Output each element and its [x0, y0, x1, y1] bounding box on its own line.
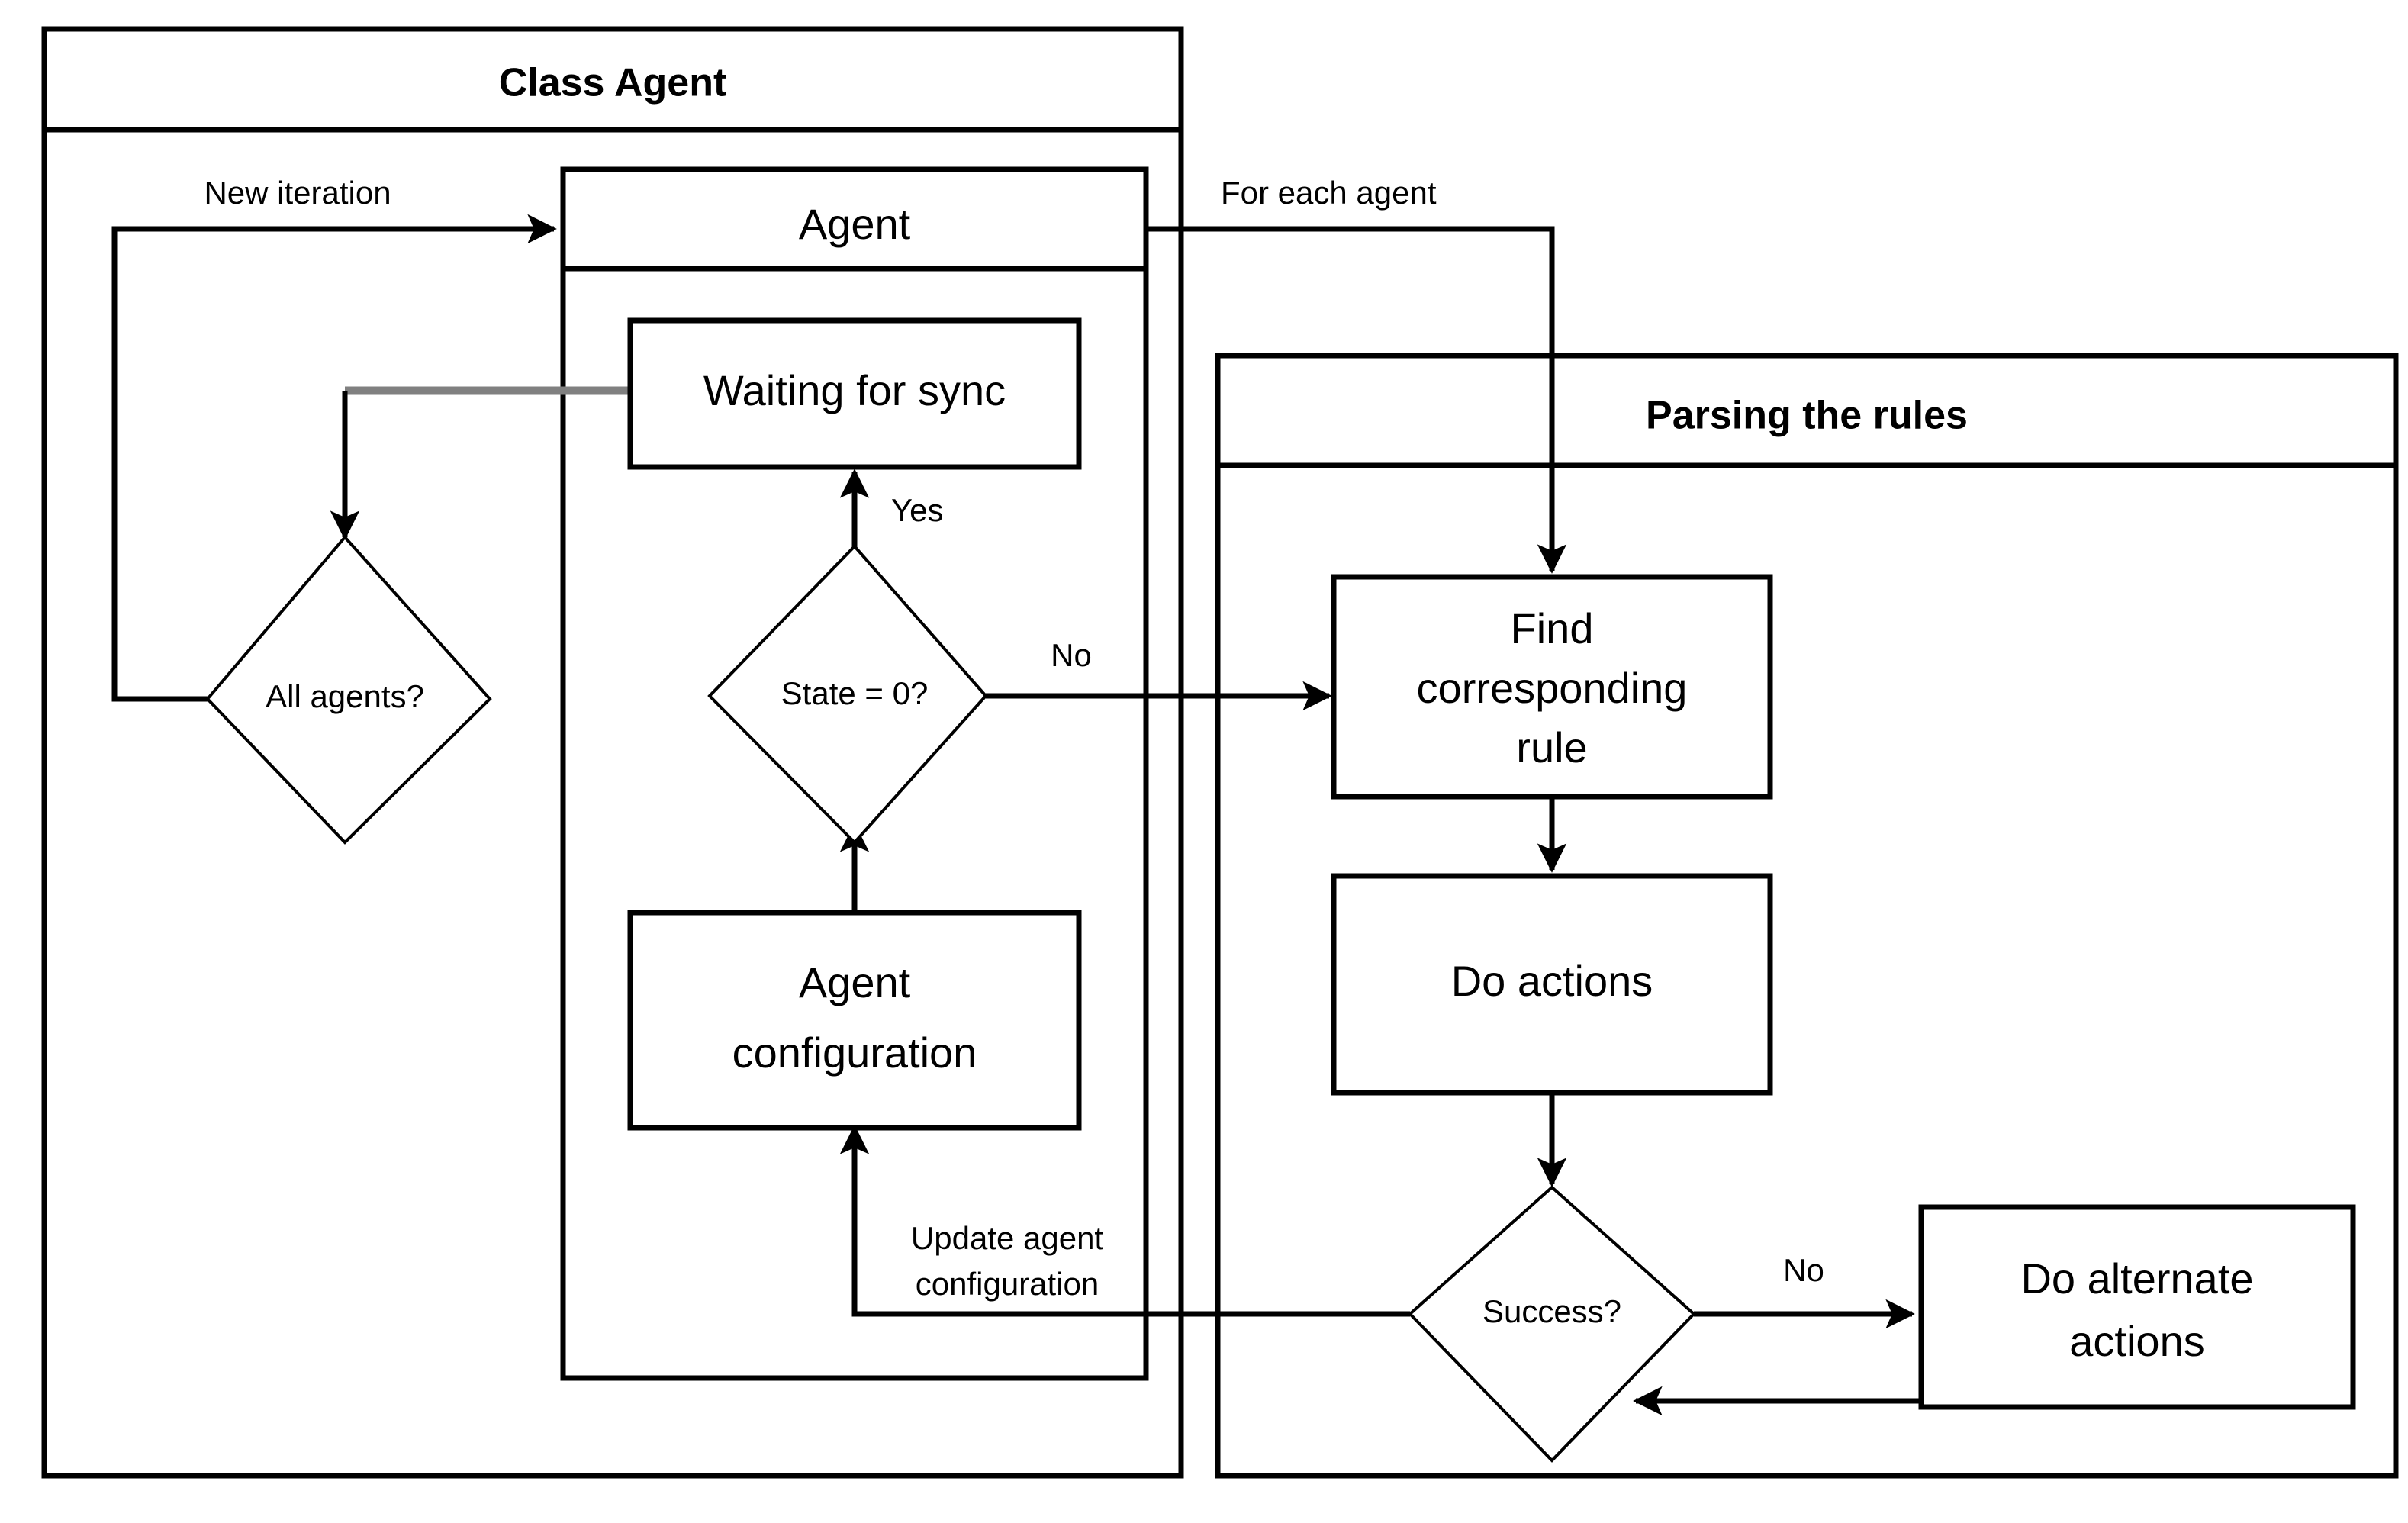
edge-label-update-agent-configuration-line1: Update agent	[911, 1220, 1104, 1256]
node-all-agents-label: All agents?	[266, 678, 424, 714]
node-do-alternate-actions-label-line1: Do alternate	[2020, 1254, 2253, 1302]
node-success-shape	[1408, 1185, 1696, 1463]
node-success-label: Success?	[1482, 1293, 1621, 1329]
edge-label-success-no: No	[1783, 1252, 1824, 1288]
node-all-agents[interactable]: All agents?	[205, 534, 492, 845]
node-do-alternate-actions[interactable]: Do alternate actions	[1918, 1204, 2356, 1410]
node-waiting-for-sync-label: Waiting for sync	[703, 366, 1006, 414]
node-success[interactable]: Success?	[1408, 1185, 1696, 1463]
panel-parsing-rules-title: Parsing the rules	[1646, 394, 1968, 438]
node-state-zero-shape	[707, 544, 988, 845]
node-agent-configuration-label-line1: Agent	[799, 958, 911, 1006]
node-find-corresponding-rule-label-line1: Find	[1511, 604, 1594, 652]
node-state-zero[interactable]: State = 0?	[707, 544, 988, 845]
node-do-alternate-actions-label-line2: actions	[2069, 1317, 2204, 1365]
node-waiting-for-sync[interactable]: Waiting for sync	[627, 317, 1082, 470]
edge-update-agent-configuration	[839, 1125, 1410, 1317]
edge-label-update-agent-configuration-line2: configuration	[916, 1266, 1099, 1302]
edge-label-new-iteration: New iteration	[204, 175, 391, 211]
edge-label-for-each-agent: For each agent	[1221, 175, 1437, 211]
node-agent-label: Agent	[799, 200, 911, 248]
edge-for-each-agent	[1146, 226, 1567, 574]
node-do-alternate-actions-frame	[1918, 1204, 2356, 1410]
edge-new-iteration	[111, 214, 557, 702]
edge-label-state-no: No	[1051, 637, 1092, 673]
node-do-actions-frame	[1331, 873, 1773, 1096]
node-all-agents-shape	[205, 534, 492, 845]
node-do-actions-label: Do actions	[1451, 957, 1653, 1005]
node-do-actions[interactable]: Do actions	[1331, 873, 1773, 1096]
node-agent-configuration-label-line2: configuration	[732, 1029, 977, 1077]
node-state-zero-label: State = 0?	[781, 675, 929, 711]
node-find-corresponding-rule-label-line3: rule	[1516, 723, 1587, 771]
node-find-corresponding-rule-label-line2: corresponding	[1417, 664, 1688, 712]
node-agent-configuration-frame	[627, 910, 1082, 1131]
node-find-corresponding-rule[interactable]: Find corresponding rule	[1331, 574, 1773, 800]
node-find-corresponding-rule-frame	[1331, 574, 1773, 800]
node-waiting-for-sync-frame	[627, 317, 1082, 470]
panel-class-agent-title: Class Agent	[499, 61, 727, 105]
edge-label-state-yes: Yes	[891, 492, 944, 528]
node-agent-configuration[interactable]: Agent configuration	[627, 910, 1082, 1131]
